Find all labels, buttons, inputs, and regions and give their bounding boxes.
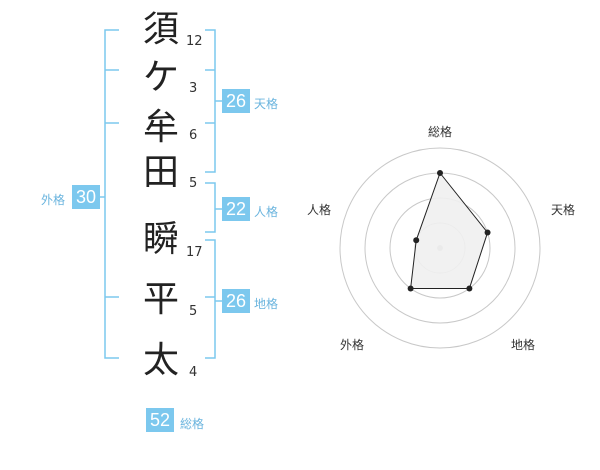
radar-point-5 [413, 237, 420, 244]
brackets [98, 29, 222, 359]
chikaku-badge: 26 [222, 289, 250, 313]
radar-point-2 [484, 229, 491, 236]
radar-label-gaikaku: 外格 [340, 338, 365, 352]
radar-polygon [410, 171, 489, 289]
stroke-count-7: 4 [189, 365, 198, 380]
name-char-5: 瞬 [142, 219, 179, 260]
radar-chart [339, 147, 541, 349]
jinkaku-badge: 22 [222, 197, 250, 221]
name-char-4: 田 [142, 152, 179, 193]
tenkaku-bracket [205, 29, 216, 173]
radar-label-jinkaku: 人格 [307, 203, 332, 217]
radar-point-4 [407, 285, 414, 292]
stroke-count-3: 6 [189, 128, 198, 143]
name-char-3: 牟 [142, 107, 179, 148]
name-char-2: ケ [142, 57, 179, 98]
soukaku-badge: 52 [146, 408, 174, 432]
tenkaku-label: 天格 [254, 97, 279, 111]
stroke-count-2: 3 [189, 81, 198, 96]
radar-point-1 [437, 170, 443, 176]
jinkaku-bracket [205, 182, 216, 233]
gaikaku-bracket [104, 29, 119, 359]
gaikaku-label: 外格 [41, 193, 66, 207]
stroke-count-4: 5 [189, 176, 198, 191]
radar-label-tenkaku: 天格 [551, 203, 576, 217]
name-char-6: 平 [142, 279, 179, 320]
name-char-7: 太 [142, 340, 179, 381]
radar-point-3 [466, 285, 473, 292]
stroke-count-6: 5 [189, 304, 198, 319]
radar-label-chikaku: 地格 [511, 338, 536, 352]
soukaku-label: 総格 [180, 417, 205, 431]
jinkaku-label: 人格 [254, 205, 279, 219]
radar-label-soukaku: 総格 [428, 125, 453, 139]
stroke-count-5: 17 [186, 245, 203, 260]
tenkaku-badge: 26 [222, 89, 250, 113]
name-char-1: 須 [142, 9, 179, 50]
gaikaku-badge: 30 [72, 185, 100, 209]
radar-ring-4 [339, 147, 541, 349]
chikaku-bracket [205, 239, 216, 359]
stroke-count-1: 12 [186, 34, 203, 49]
chikaku-label: 地格 [254, 297, 279, 311]
